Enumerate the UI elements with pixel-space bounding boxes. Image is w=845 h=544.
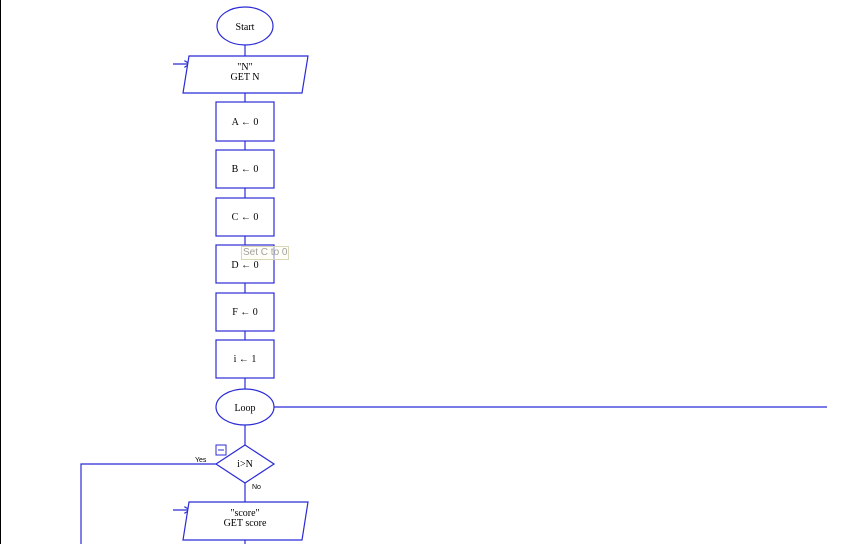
decision-diamond (214, 444, 276, 484)
assign-c-box (215, 197, 275, 237)
assign-i-box (215, 339, 275, 379)
input-score-statement: GET score (224, 518, 267, 529)
start-ellipse (216, 6, 274, 46)
input-score-prompt: "score" (230, 508, 259, 519)
input-n-prompt: "N" (237, 62, 252, 73)
assign-b-node[interactable]: B ← 0 (215, 149, 275, 189)
assign-a-box (215, 101, 275, 142)
assign-a-label: A ← 0 (232, 117, 259, 128)
decision-yes-label: Yes (195, 457, 207, 464)
assign-b-label: B ← 0 (232, 164, 259, 175)
loop-node[interactable]: Loop (215, 388, 275, 426)
assign-f-box (215, 292, 275, 332)
loop-label: Loop (234, 403, 255, 414)
assign-f-node[interactable]: F ← 0 (215, 292, 275, 332)
start-terminal[interactable]: Start (216, 6, 274, 46)
assign-i-label: i ← 1 (234, 354, 257, 365)
hover-tooltip: Set C to 0 (241, 246, 290, 260)
assign-f-label: F ← 0 (232, 307, 258, 318)
input-n-node[interactable]: "N" GET N (182, 55, 309, 94)
yes-branch-line (80, 463, 217, 544)
connectors (80, 45, 827, 544)
assign-a-node[interactable]: A ← 0 (215, 101, 275, 142)
input-score-node[interactable]: "score" GET score (182, 501, 309, 541)
decision-no-label: No (252, 484, 261, 491)
assign-d-label: D ← 0 (231, 260, 258, 271)
start-label: Start (236, 22, 255, 33)
assign-i-node[interactable]: i ← 1 (215, 339, 275, 379)
loop-ellipse (215, 388, 275, 426)
assign-b-box (215, 149, 275, 189)
input-n-statement: GET N (231, 72, 260, 83)
decision-condition: i>N (237, 459, 253, 470)
collapse-toggle-icon[interactable] (215, 444, 227, 456)
input-n-parallelogram (182, 55, 309, 94)
assign-c-label: C ← 0 (232, 212, 259, 223)
decision-node[interactable]: i>N (214, 444, 276, 484)
assign-c-node[interactable]: C ← 0 (215, 197, 275, 237)
input-score-parallelogram (182, 501, 309, 541)
